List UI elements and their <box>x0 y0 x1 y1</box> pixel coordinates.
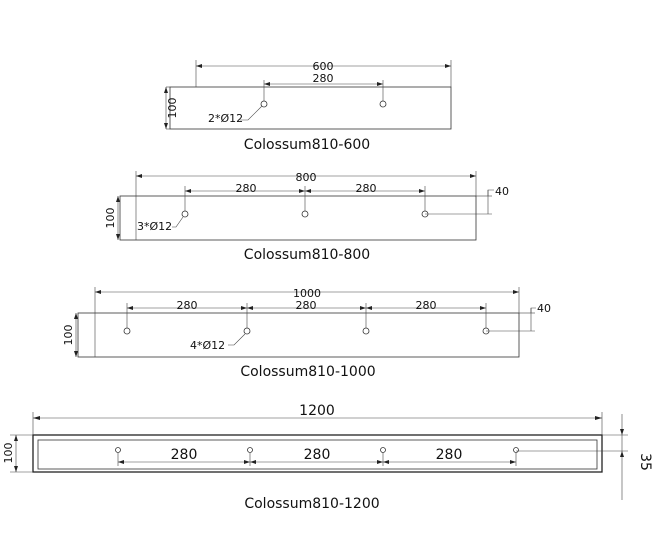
arrow-head <box>95 290 101 294</box>
arrow-head <box>127 306 133 310</box>
dimension-spacing-label: 280 <box>436 447 463 463</box>
arrow-head <box>383 460 389 464</box>
dimension-spacing-label: 280 <box>416 299 437 312</box>
holes-note: 2*Ø12 <box>208 112 243 125</box>
mounting-hole <box>379 100 387 108</box>
drawing-caption: Colossum810-600 <box>244 137 370 153</box>
arrow-head <box>264 82 270 86</box>
arrow-head <box>445 64 451 68</box>
holes-note: 3*Ø12 <box>137 220 172 233</box>
arrow-head <box>196 64 202 68</box>
arrow-head <box>620 429 624 435</box>
mounting-hole <box>181 210 189 218</box>
dimension-height-label: 100 <box>2 443 15 464</box>
arrow-head <box>185 189 191 193</box>
dimension-spacing-label: 280 <box>296 299 317 312</box>
arrow-head <box>74 313 78 319</box>
dimension-height-label: 100 <box>62 325 75 346</box>
arrow-head <box>164 87 168 93</box>
mounting-hole <box>243 327 251 335</box>
arrow-head <box>244 460 250 464</box>
arrow-head <box>118 460 124 464</box>
dimension-height-label: 100 <box>166 98 179 119</box>
dimension-spacing-label: 280 <box>171 447 198 463</box>
drawing-800: 800 280 280 40 100 3*Ø12 Colossum810-800 <box>104 171 509 263</box>
leader-line <box>530 307 536 313</box>
dimension-overall-label: 1200 <box>299 403 335 419</box>
arrow-head <box>116 196 120 202</box>
drawing-caption: Colossum810-1000 <box>240 364 375 380</box>
arrow-head <box>419 189 425 193</box>
arrow-head <box>377 82 383 86</box>
arrow-head <box>136 174 142 178</box>
drawing-caption: Colossum810-1200 <box>244 496 379 512</box>
dimension-overall-label: 1000 <box>293 287 321 300</box>
plate-1000 <box>77 312 520 358</box>
mounting-hole <box>115 447 121 453</box>
arrow-head <box>74 351 78 357</box>
arrow-head <box>377 460 383 464</box>
arrow-head <box>366 306 372 310</box>
dimension-offset-label: 40 <box>495 185 509 198</box>
arrow-head <box>14 466 18 472</box>
dimension-spacing-label: 280 <box>304 447 331 463</box>
dimension-offset-label: 40 <box>537 302 551 315</box>
arrow-head <box>510 460 516 464</box>
plate-1200-outer <box>32 434 603 473</box>
dimension-spacing-label: 280 <box>356 182 377 195</box>
arrow-head <box>164 123 168 129</box>
drawing-caption: Colossum810-800 <box>244 247 370 263</box>
mounting-hole <box>123 327 131 335</box>
arrow-head <box>470 174 476 178</box>
dimension-spacing-label: 280 <box>313 72 334 85</box>
drawing-1000: 1000 280 280 280 40 100 4*Ø12 Co <box>62 287 551 380</box>
arrow-head <box>620 451 624 457</box>
leader-line <box>228 333 246 346</box>
arrow-head <box>241 306 247 310</box>
plate-800 <box>119 195 477 241</box>
mounting-hole <box>260 100 268 108</box>
arrow-head <box>250 460 256 464</box>
leader-line <box>240 105 263 121</box>
leader-line <box>487 189 494 196</box>
dimension-spacing-label: 280 <box>177 299 198 312</box>
dimension-overall-label: 800 <box>296 171 317 184</box>
mounting-hole <box>513 447 519 453</box>
mounting-hole <box>247 447 253 453</box>
arrow-head <box>299 189 305 193</box>
drawing-600: 600 280 100 2*Ø12 Colossum810-600 <box>164 60 452 153</box>
dimension-overall-label: 600 <box>313 60 334 73</box>
arrow-head <box>360 306 366 310</box>
mounting-hole <box>362 327 370 335</box>
plate-1200-inner <box>37 439 598 470</box>
drawing-1200: 1200 280 280 280 35 100 Colossu <box>2 403 653 512</box>
arrow-head <box>480 306 486 310</box>
mounting-hole <box>380 447 386 453</box>
dimension-spacing-label: 280 <box>236 182 257 195</box>
arrow-head <box>247 306 253 310</box>
arrow-head <box>116 234 120 240</box>
arrow-head <box>513 290 519 294</box>
mounting-hole <box>301 210 309 218</box>
plate-600 <box>169 86 452 130</box>
dimension-height-label: 100 <box>104 208 117 229</box>
arrow-head <box>14 435 18 441</box>
leader-line <box>172 216 184 228</box>
dimension-offset-label: 35 <box>637 453 653 471</box>
arrow-head <box>33 416 40 420</box>
arrow-head <box>595 416 602 420</box>
holes-note: 4*Ø12 <box>190 339 225 352</box>
arrow-head <box>305 189 311 193</box>
